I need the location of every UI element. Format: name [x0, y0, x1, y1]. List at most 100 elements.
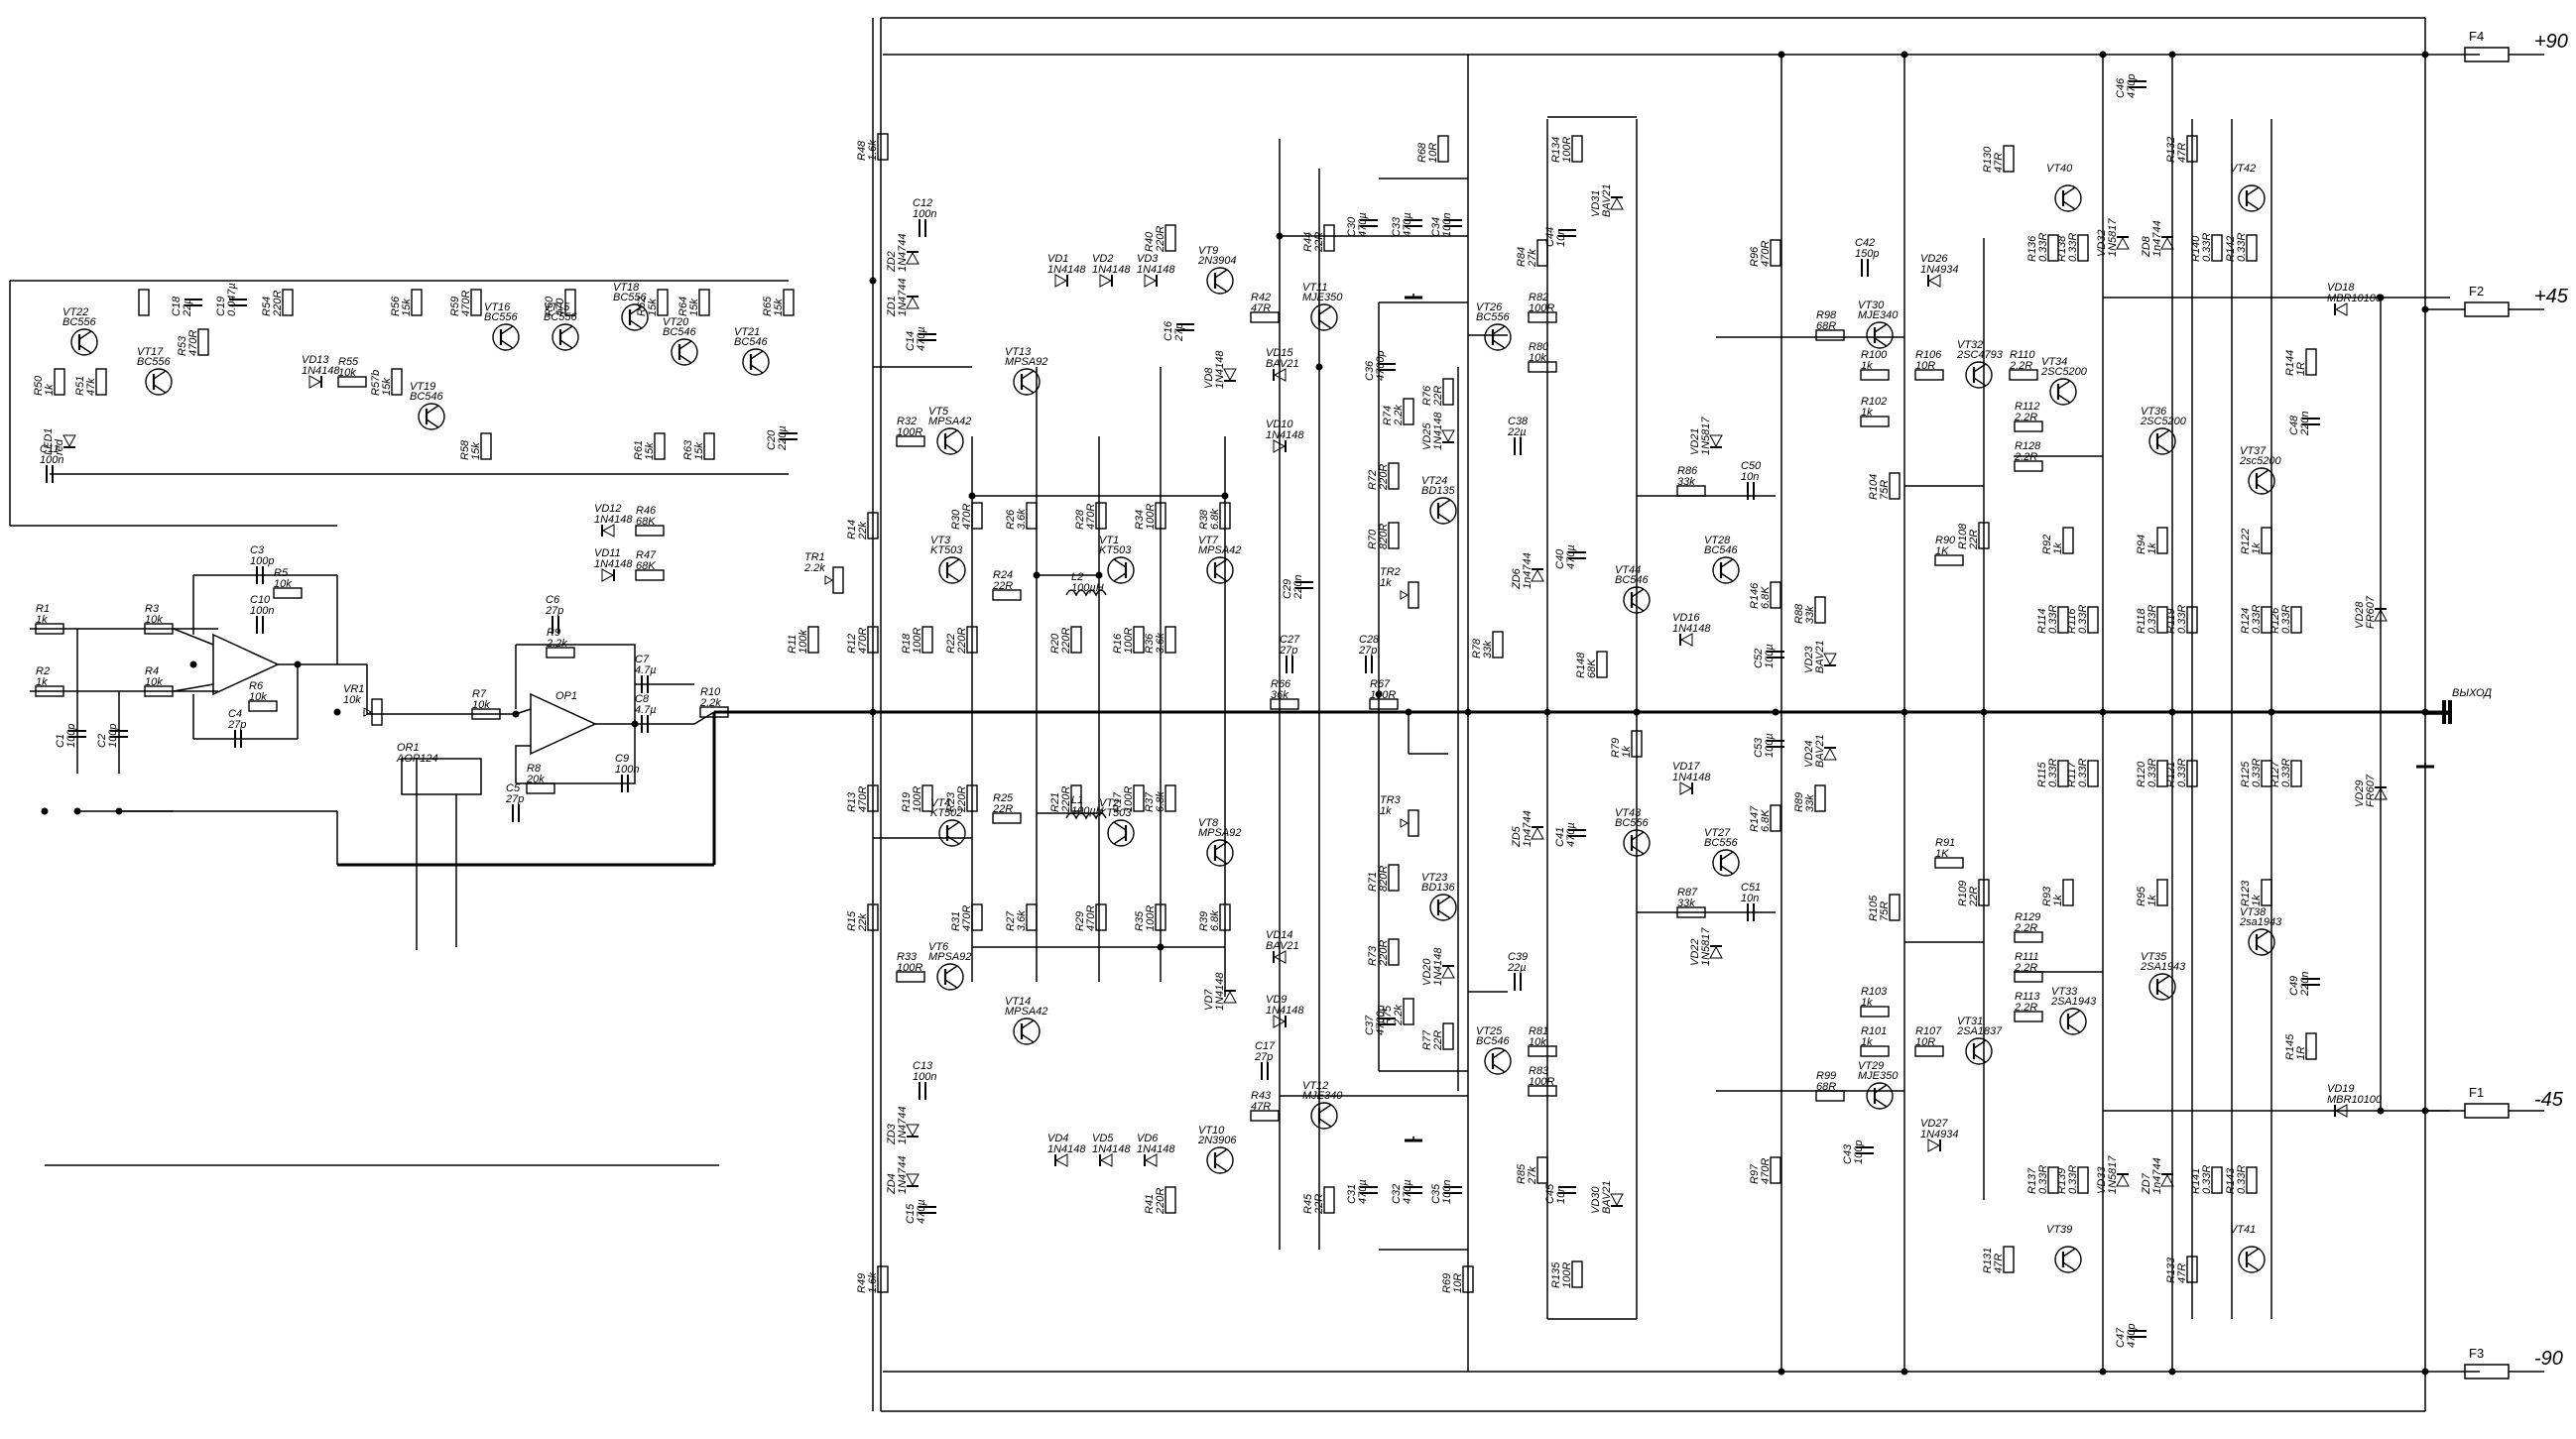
transistor-lead — [2062, 1248, 2076, 1258]
component-ref-label: R9 — [547, 627, 560, 639]
diode — [906, 251, 920, 265]
component-ref-label: VD26 — [1920, 253, 1948, 265]
resistor — [1165, 224, 1176, 252]
junction-dot — [2168, 51, 2176, 59]
transistor — [418, 403, 445, 430]
component-ref-label: R109 — [1957, 881, 1969, 906]
component-val-label: MJE340 — [1302, 1090, 1343, 1102]
component-val-label: 2.2R — [2009, 360, 2032, 372]
component-ref-label: VT12 — [1302, 1080, 1328, 1092]
component-ref-label: ZD5 — [1511, 825, 1523, 848]
component-ref-label: R145 — [2284, 1033, 2296, 1060]
component-ref-label: R102 — [1861, 396, 1887, 408]
component-ref-label: VD11 — [594, 547, 621, 559]
component-val-label: 100µH — [1071, 805, 1104, 817]
component-ref-label: C20 — [766, 429, 778, 450]
component-ref-label: R125 — [2240, 761, 2252, 787]
component-ref-label: VT13 — [1005, 346, 1032, 358]
resistor — [966, 784, 978, 812]
component-val-label: 1N4148 — [1266, 1005, 1304, 1017]
diode — [1223, 990, 1237, 1004]
component-val-label: 220R — [956, 786, 968, 813]
diode — [2160, 1173, 2174, 1187]
transistor — [1484, 1047, 1512, 1075]
component-ref-label: R25 — [993, 792, 1014, 804]
component-val-label: 100R — [1370, 689, 1396, 701]
transistor-lead — [78, 330, 92, 340]
component-val-label: 100n — [1441, 213, 1453, 237]
component-val-label: 2SC4793 — [1956, 349, 2004, 361]
junction-dot — [1315, 363, 1323, 371]
resistor — [2003, 1246, 2015, 1273]
component-ref-label: VT43 — [1615, 807, 1642, 819]
transistor-lead — [153, 384, 167, 394]
component-ref-label: R18 — [901, 633, 913, 654]
component-ref-label: R118 — [2136, 608, 2147, 634]
junction-dot — [333, 708, 341, 716]
component-val-label: 10R — [1427, 143, 1439, 163]
component-val-label: 6.8k — [1209, 509, 1221, 530]
component-val-label: 10n — [1555, 229, 1567, 247]
component-val-label: 0.33R — [2147, 605, 2158, 634]
component-val-label: 10n — [1741, 471, 1759, 483]
transistor-lead — [750, 364, 764, 374]
component-ref-label: VD25 — [1421, 422, 1433, 450]
component-val-label: 220R — [1060, 786, 1072, 813]
transistor — [145, 368, 173, 396]
resistor — [480, 432, 492, 460]
component-val-label: 0.33R — [2251, 759, 2263, 787]
component-ref-label: L2 — [1071, 571, 1083, 583]
optocoupler-or1 — [401, 758, 482, 795]
resistor — [411, 289, 423, 316]
resistor — [1369, 698, 1399, 710]
component-val-label: FR607 — [2365, 595, 2377, 629]
component-val-label: 0.33R — [2176, 759, 2188, 787]
transistor-lead — [1021, 384, 1035, 394]
component-val-label: 100µH — [1071, 582, 1104, 594]
transistor — [1206, 839, 1234, 867]
transistor — [1206, 1146, 1234, 1174]
component-val-label: MJE350 — [1302, 292, 1343, 303]
transistor-lead — [1021, 1033, 1035, 1043]
component-ref-label: VD29 — [2354, 779, 2366, 807]
component-val-label: 2.2R — [2014, 962, 2037, 974]
wire — [516, 724, 636, 784]
diode — [62, 434, 76, 448]
component-ref-label: C37 — [1364, 1015, 1376, 1035]
component-val-label: 47k — [85, 378, 97, 396]
component-val-label: 470p — [2126, 74, 2138, 98]
component-val-label: 470R — [961, 905, 973, 931]
resistor — [1528, 361, 1557, 373]
component-val-label: KT503 — [930, 544, 963, 556]
component-val-label: MPSA92 — [1005, 356, 1047, 368]
component-val-label: 100µ — [1764, 644, 1776, 668]
component-ref-label: R62 — [636, 297, 648, 316]
component-ref-label: R69 — [1441, 1273, 1453, 1293]
component-ref-label: R76 — [1421, 385, 1433, 406]
component-val-label: BC556 — [613, 292, 648, 303]
component-ref-label: R43 — [1251, 1090, 1272, 1102]
resistor — [896, 435, 925, 447]
component-ref-label: R144 — [2284, 350, 2296, 376]
component-val-label: 470R — [1760, 241, 1772, 267]
component-ref-label: R75 — [1382, 1005, 1394, 1025]
trimmer-resistor — [832, 566, 844, 594]
component-val-label: 2.2k — [699, 697, 721, 709]
component-val-label: BAV21 — [1266, 358, 1299, 370]
component-ref-label: C42 — [1855, 237, 1875, 249]
component-ref-label: R61 — [633, 440, 645, 460]
resistor — [1571, 1260, 1583, 1288]
component-ref-label: C2 — [96, 734, 108, 748]
component-val-label: 47R — [1251, 302, 1271, 314]
component-ref-label: C53 — [1753, 737, 1765, 758]
resistor — [2246, 234, 2258, 262]
component-val-label: 1N5817 — [1700, 927, 1712, 966]
component-ref-label: C36 — [1364, 360, 1376, 381]
resistor — [1536, 239, 1548, 267]
component-ref-label: R66 — [1271, 678, 1291, 690]
component-val-label: 2SA1837 — [1956, 1025, 2003, 1037]
junction-dot — [1033, 571, 1041, 579]
component-ref-label: VD3 — [1137, 253, 1159, 265]
resistor — [2003, 145, 2015, 173]
